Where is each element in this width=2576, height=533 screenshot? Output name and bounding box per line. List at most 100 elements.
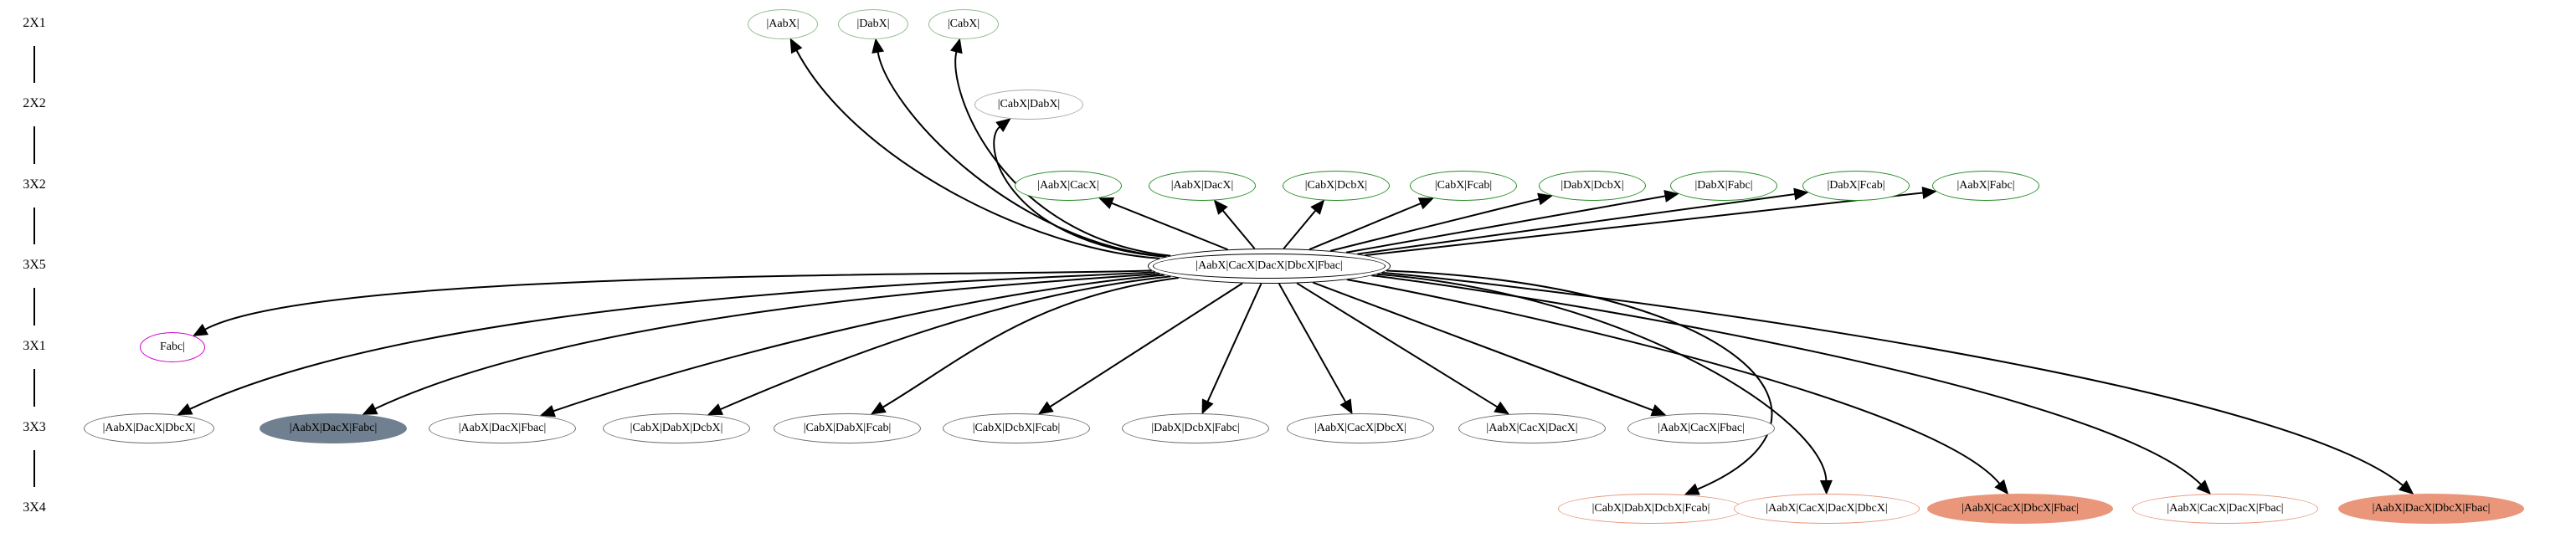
edge-center-to-t3	[553, 274, 1165, 413]
graph-node[interactable]: |AabX|Fabc|	[1932, 171, 2039, 201]
arrowhead	[1650, 404, 1667, 417]
graph-node[interactable]: |DabX|DcbX|Fabc|	[1122, 413, 1269, 443]
node-label: |AabX|CacX|DacX|DbcX|Fbac|	[1195, 259, 1343, 272]
node-label: |CabX|DabX|DcbX|Fcab|	[1591, 502, 1710, 515]
graph-node[interactable]: |CabX|Fcab|	[1410, 171, 1517, 201]
graph-node[interactable]: |AabX|CacX|DacX|	[1458, 413, 1606, 443]
node-label: |AabX|CacX|DbcX|	[1314, 422, 1406, 434]
rank-connector	[33, 369, 35, 407]
arrowhead	[1994, 479, 2009, 495]
edge-center-to-f3	[1346, 279, 2001, 484]
root-node[interactable]: |AabX|CacX|DacX|DbcX|Fbac|	[1148, 249, 1391, 284]
rank-connector	[33, 126, 35, 164]
node-label: |AabX|DacX|	[1170, 179, 1234, 192]
arrowhead	[995, 118, 1011, 132]
node-label: Fabc|	[159, 341, 186, 353]
arrowhead	[362, 402, 378, 415]
rank-label-r3: 3X5	[23, 258, 46, 272]
edge-center-to-n_aabfab	[1365, 192, 1924, 257]
graph-node[interactable]: |CabX|DcbX|	[1283, 171, 1390, 201]
graph-node[interactable]: |AabX|DacX|	[1149, 171, 1256, 201]
edge-center-to-n_aabcac	[1110, 202, 1229, 251]
edge-center-to-t10	[1312, 281, 1654, 412]
graph-node[interactable]: Fabc|	[140, 332, 205, 362]
arrowhead	[1537, 192, 1553, 206]
graph-node[interactable]: |DabX|DcbX|	[1539, 171, 1646, 201]
graph-node[interactable]: |CabX|	[928, 9, 999, 39]
graph-node[interactable]: |AabX|CacX|Fbac|	[1627, 413, 1775, 443]
graph-node[interactable]: |CabX|DabX|Fcab|	[774, 413, 921, 443]
graph-node[interactable]: |AabX|CacX|DacX|DbcX|	[1734, 494, 1920, 524]
graph-node[interactable]: |AabX|	[748, 9, 818, 39]
graph-node[interactable]: |AabX|DacX|DbcX|Fbac|	[2338, 494, 2524, 524]
arrowhead	[789, 38, 803, 54]
node-label: |DabX|Fcab|	[1827, 179, 1885, 192]
rank-connector	[33, 46, 35, 83]
graph-node[interactable]: |AabX|CacX|DbcX|Fbac|	[1927, 494, 2113, 524]
node-label: |AabX|	[766, 18, 800, 30]
node-label: |AabX|CacX|Fbac|	[1658, 422, 1745, 434]
node-label: |DabX|DcbX|	[1561, 179, 1624, 192]
graph-node[interactable]: |DabX|	[838, 9, 908, 39]
rank-label-r5: 3X3	[23, 420, 46, 434]
rank-label-r2: 3X2	[23, 177, 46, 192]
node-label: |AabX|CacX|DacX|	[1486, 422, 1578, 434]
graph-node[interactable]: |AabX|DacX|DbcX|	[84, 413, 214, 443]
node-label: |AabX|CacX|DacX|DbcX|	[1766, 502, 1888, 515]
graph-node[interactable]: |CabX|DabX|DcbX|	[603, 413, 750, 443]
node-label: |CabX|DabX|DcbX|	[630, 422, 723, 434]
rank-connector	[33, 208, 35, 244]
arrowhead	[707, 403, 724, 415]
arrowhead	[2399, 480, 2414, 495]
edge-center-to-t6	[1049, 282, 1243, 408]
arrowhead	[1213, 199, 1228, 215]
node-label: |AabX|Fabc|	[1956, 179, 2015, 192]
graph-node[interactable]: |DabX|Fabc|	[1670, 171, 1777, 201]
arrowhead	[1310, 199, 1325, 215]
arrowhead	[193, 323, 209, 336]
node-label: |AabX|CacX|DacX|Fbac|	[2167, 502, 2284, 515]
node-label: |DabX|Fabc|	[1694, 179, 1753, 192]
node-label: |DabX|DcbX|Fabc|	[1151, 422, 1240, 434]
arrowhead	[1494, 401, 1510, 415]
edge-center-to-n_dabfca	[1357, 192, 1796, 255]
node-label: |AabX|CacX|	[1037, 179, 1099, 192]
rank-label-r6: 3X4	[23, 500, 46, 515]
edge-center-to-t5	[882, 276, 1179, 408]
edge-center-to-t7	[1206, 283, 1262, 402]
rank-connector	[33, 450, 35, 487]
graph-node[interactable]: |DabX|Fcab|	[1802, 171, 1910, 201]
node-label: |DabX|	[856, 18, 890, 30]
node-label: |CabX|DabX|	[997, 98, 1061, 110]
graph-node[interactable]: |AabX|DacX|Fabc|	[260, 413, 407, 443]
graph-node[interactable]: |AabX|CacX|	[1015, 171, 1122, 201]
graph-node[interactable]: |CabX|DcbX|Fcab|	[943, 413, 1090, 443]
arrowhead	[1819, 479, 1833, 495]
node-label: |AabX|DacX|Fabc|	[289, 422, 378, 434]
edge-center-to-n_cab	[954, 51, 1171, 257]
node-label: |AabX|DacX|Fbac|	[458, 422, 547, 434]
arrowhead	[1037, 401, 1054, 415]
node-label: |AabX|DacX|DbcX|	[102, 422, 196, 434]
node-label: |CabX|DcbX|	[1304, 179, 1368, 192]
graph-node[interactable]: |AabX|CacX|DacX|Fbac|	[2132, 494, 2318, 524]
edge-center-to-n_cabfca	[1309, 202, 1422, 251]
edge-center-to-t9	[1296, 282, 1499, 408]
arrowhead	[1339, 398, 1353, 415]
arrowhead	[1793, 187, 1809, 201]
node-label: |CabX|DabX|Fcab|	[803, 422, 892, 434]
arrowhead	[1663, 190, 1679, 202]
graph-node[interactable]: |AabX|DacX|Fbac|	[429, 413, 576, 443]
rank-label-r1: 2X2	[23, 96, 46, 110]
edge-center-to-n_cabdab	[993, 126, 1166, 259]
node-label: |AabX|DacX|DbcX|Fbac|	[2372, 502, 2491, 515]
edge-layer	[177, 38, 2414, 495]
graph-node[interactable]: |CabX|DabX|	[974, 90, 1083, 120]
arrowhead	[539, 404, 556, 418]
graph-node[interactable]: |CabX|DabX|DcbX|Fcab|	[1558, 494, 1744, 524]
edge-center-to-t2	[374, 273, 1160, 410]
arrowhead	[950, 38, 963, 54]
arrowhead	[2196, 479, 2212, 495]
edge-center-to-f1	[1386, 269, 1773, 490]
graph-node[interactable]: |AabX|CacX|DbcX|	[1287, 413, 1434, 443]
